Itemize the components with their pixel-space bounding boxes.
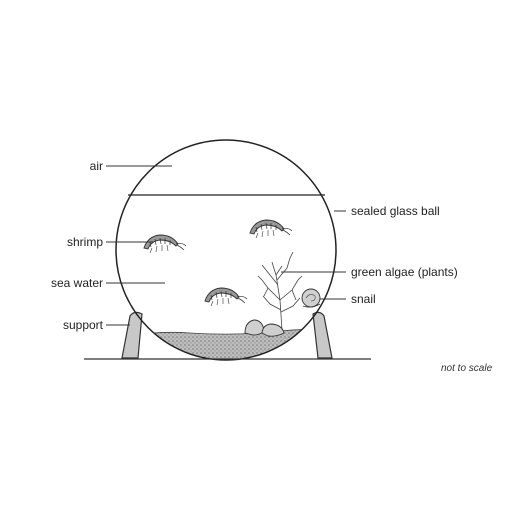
label-snail: snail [351,292,376,306]
scale-note: not to scale [441,363,493,374]
right-support [312,311,333,359]
snail-icon [301,288,321,308]
shrimp-icon [249,219,293,239]
algae-plant-icon [257,251,303,331]
glass-ball [115,139,337,361]
label-green-algae: green algae (plants) [351,265,458,279]
leader-lines [106,165,346,326]
gravel-bed [116,329,336,360]
shrimp-icon [143,234,187,254]
rocks-icon [244,319,285,337]
label-air: air [89,159,103,173]
label-sea-water: sea water [50,276,103,290]
label-shrimp: shrimp [66,235,103,249]
left-support [121,311,143,359]
label-support: support [62,318,103,332]
label-sealed-glass-ball: sealed glass ball [351,204,440,218]
shrimp-icon [204,287,248,307]
